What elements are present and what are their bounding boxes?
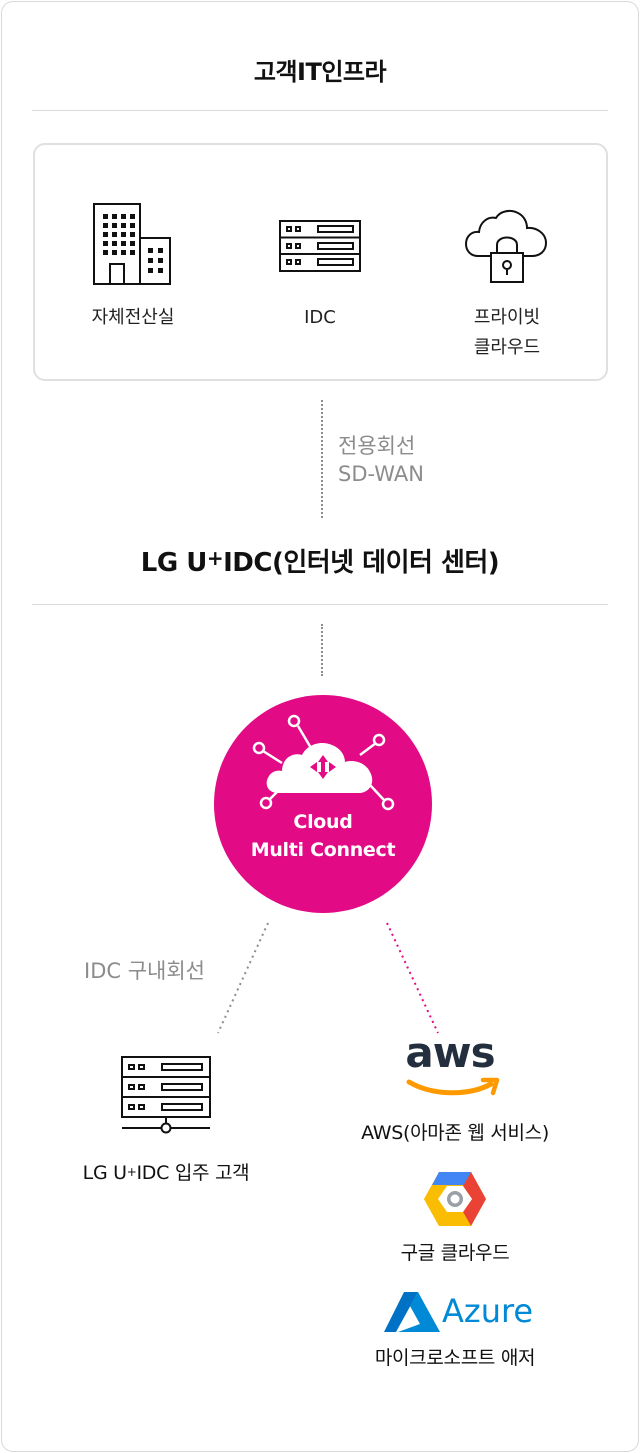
- branch-connectors: [217, 922, 439, 1034]
- infra-label-idc: IDC: [304, 307, 336, 328]
- cmc-connector: [321, 624, 323, 676]
- server-rack-icon: [121, 1056, 211, 1134]
- tenant-label: LG U+IDC 입주 고객: [40, 1158, 292, 1185]
- google-cloud-label: 구글 클라우드: [400, 1242, 510, 1264]
- divider: [32, 110, 608, 111]
- infra-label-own-datacenter: 자체전산실: [91, 307, 175, 328]
- cmc-label-line2: Multi Connect: [250, 839, 396, 861]
- idc-title-sup: +: [206, 546, 224, 570]
- aws-label: AWS(아마존 웹 서비스): [361, 1122, 549, 1144]
- azure-label: 마이크로소프트 애저: [374, 1347, 536, 1369]
- cloud-multi-connect-circle: [214, 695, 432, 913]
- tenant-label-suffix: IDC 입주 고객: [136, 1162, 250, 1184]
- public-cloud-connector: [386, 922, 439, 1034]
- dedicated-line-connector: [321, 400, 323, 518]
- azure-icon: [384, 1292, 440, 1332]
- tenant-label-prefix: LG U: [82, 1162, 127, 1184]
- customer-infra-box: [33, 143, 608, 381]
- cmc-label: Cloud Multi Connect: [214, 808, 432, 864]
- link-label-line1: 전용회선: [338, 434, 416, 458]
- idc-internal-label: IDC 구내회선: [84, 959, 205, 983]
- idc-title-suffix: IDC(인터넷 데이터 센터): [223, 548, 500, 578]
- infra-label-private-cloud-line1: 프라이빗: [473, 307, 541, 328]
- infra-label-private-cloud-line2: 클라우드: [473, 337, 541, 358]
- building-icon: [93, 203, 171, 285]
- cloud-network-icon: [252, 714, 395, 811]
- link-label: 전용회선 SD-WAN: [338, 432, 424, 488]
- idc-title: LG U+IDC(인터넷 데이터 센터): [0, 542, 640, 579]
- tenant-label-sup: +: [126, 1165, 137, 1179]
- azure-logo: Azure: [442, 1292, 534, 1330]
- aws-logo: aws: [405, 1028, 495, 1077]
- idc-title-prefix: LG U: [140, 548, 208, 578]
- cmc-label-line1: Cloud: [293, 811, 353, 833]
- cloud-lock-icon: [464, 209, 548, 283]
- google-cloud-logo: [424, 1172, 486, 1226]
- link-label-line2: SD-WAN: [338, 462, 424, 486]
- idc-internal-connector: [217, 922, 269, 1034]
- aws-smile-icon: [406, 1077, 500, 1096]
- customer-infra-title: 고객IT인프라: [253, 58, 387, 86]
- server-rack-icon: [279, 220, 361, 272]
- divider: [32, 604, 608, 605]
